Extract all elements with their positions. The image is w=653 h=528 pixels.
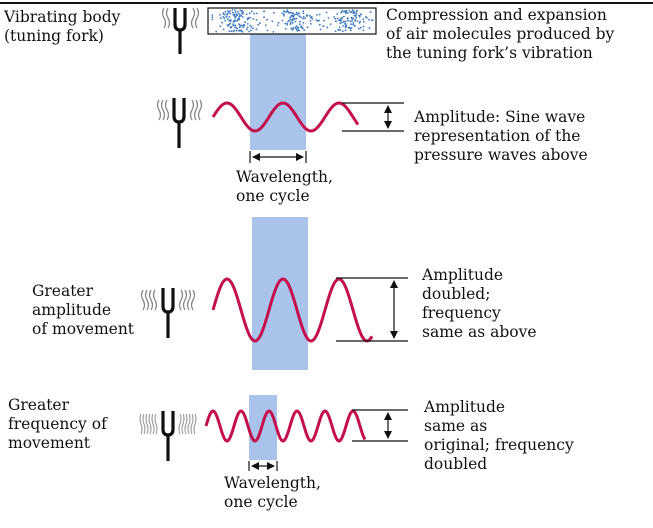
fork-label-bottom: Greater frequency of movement bbox=[8, 396, 107, 452]
amplitude-label-3: Amplitude same as original; frequency do… bbox=[424, 398, 574, 473]
tuning-fork-icon bbox=[161, 411, 175, 461]
tuning-fork-icon bbox=[172, 98, 186, 148]
sine-wave-amplitude-doubled bbox=[211, 277, 374, 343]
wavelength-band-middle bbox=[252, 217, 308, 370]
amplitude-label-2: Amplitude doubled; frequency same as abo… bbox=[422, 266, 537, 341]
fork-label-middle: Greater amplitude of movement bbox=[32, 282, 135, 338]
compression-caption: Compression and expansion of air molecul… bbox=[386, 6, 615, 62]
wavelength-marker-1 bbox=[249, 151, 307, 163]
vibration-lines-icon bbox=[139, 413, 197, 435]
amplitude-label-1: Amplitude: Sine wave representation of t… bbox=[414, 108, 588, 164]
wavelength-label-1: Wavelength, one cycle bbox=[236, 168, 333, 205]
vibration-lines-icon bbox=[140, 289, 196, 311]
tuning-fork-icon bbox=[161, 288, 175, 338]
vibration-lines-icon bbox=[161, 7, 200, 29]
tuning-fork-icon bbox=[173, 8, 187, 54]
amplitude-marker-2 bbox=[336, 277, 408, 342]
sine-wave-original bbox=[211, 101, 360, 133]
fork-label-top: Vibrating body (tuning fork) bbox=[4, 8, 121, 45]
amplitude-marker-1 bbox=[342, 102, 404, 132]
wavelength-band-top bbox=[250, 34, 306, 150]
compression-bar bbox=[207, 7, 377, 35]
air-molecule-dots bbox=[211, 9, 374, 33]
wavelength-marker-2 bbox=[248, 461, 278, 471]
sine-wave-frequency-doubled bbox=[204, 409, 367, 443]
vibration-lines-icon bbox=[156, 99, 203, 121]
top-rule bbox=[0, 2, 653, 4]
wavelength-label-2: Wavelength, one cycle bbox=[224, 474, 321, 511]
amplitude-marker-3 bbox=[352, 409, 408, 442]
